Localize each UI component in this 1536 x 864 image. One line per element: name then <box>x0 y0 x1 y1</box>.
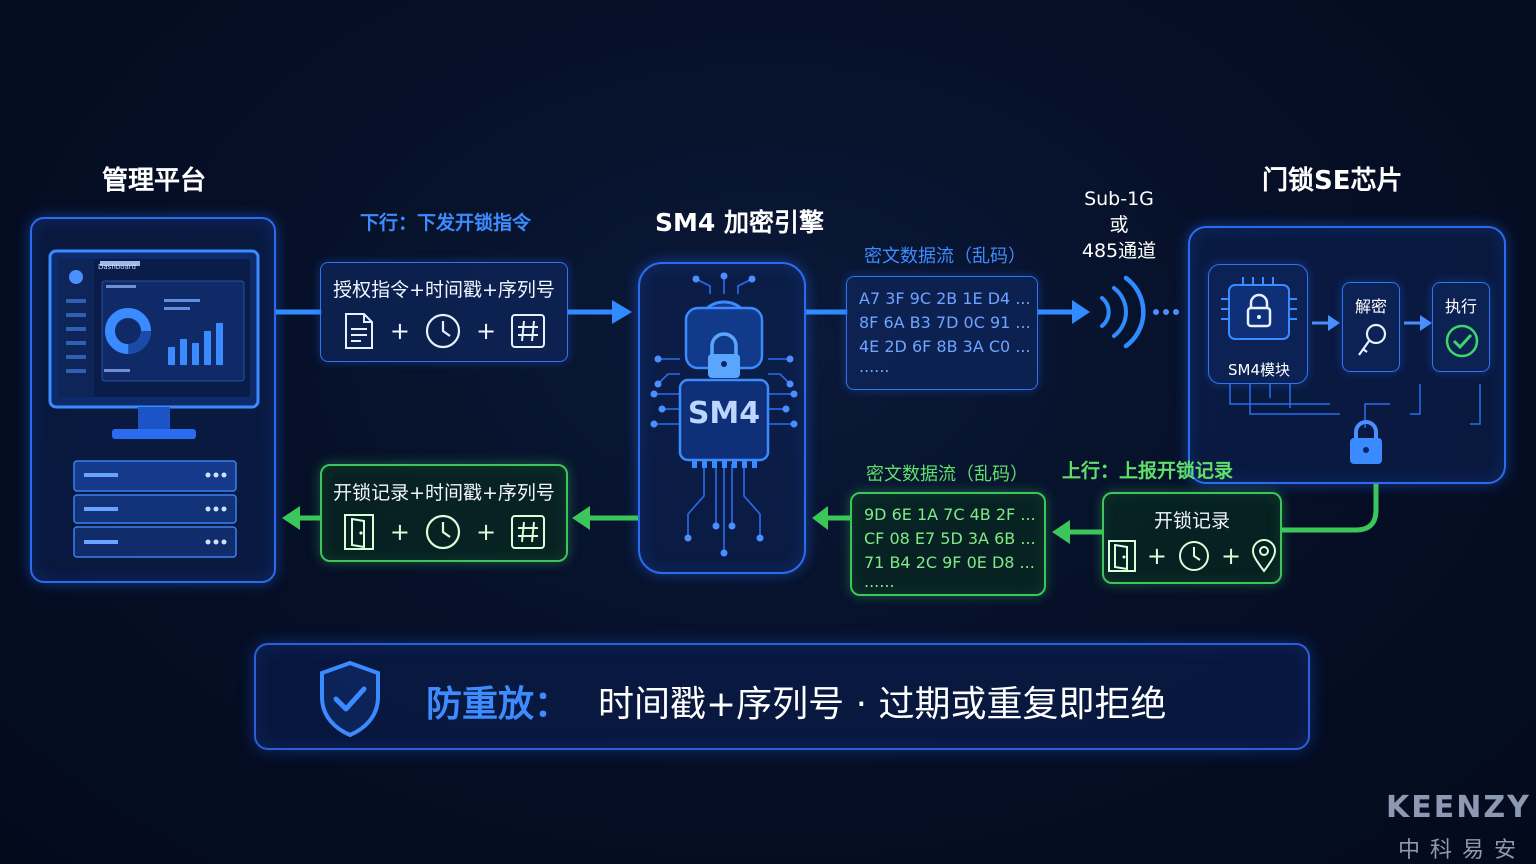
lock-icon <box>1350 420 1382 464</box>
uplink-cipher-line: ...... <box>864 572 895 591</box>
uplink-arrow-to-cipher <box>1052 520 1104 544</box>
uplink-pipe <box>1280 484 1379 533</box>
chip-lock-icon <box>1221 277 1297 340</box>
module-to-decrypt-arrow <box>1312 315 1340 331</box>
dashboard-title: Dashboard <box>98 263 136 271</box>
downlink-cipher-line: A7 3F 9C 2B 1E D4 ... <box>859 289 1031 308</box>
clock-icon <box>425 514 461 550</box>
key-icon <box>1358 323 1387 356</box>
downlink-arrow-to-engine <box>568 300 632 324</box>
execute-box: 执行 <box>1432 282 1490 372</box>
uplink-arrow-to-platform <box>282 506 322 530</box>
downlink-connector-2 <box>806 309 848 315</box>
decrypt-box: 解密 <box>1342 282 1400 372</box>
execute-label: 执行 <box>1444 297 1477 316</box>
platform-title: 管理平台 <box>102 166 207 196</box>
engine-chip-label: SM4 <box>687 396 761 431</box>
sm4-engine-panel: SM4 <box>638 262 806 574</box>
uplink-label: 上行：上报开锁记录 <box>1062 460 1234 482</box>
document-icon <box>344 313 373 349</box>
uplink-cipher-line: 71 B4 2C 9F 0E D8 ... <box>864 553 1035 572</box>
check-circle-icon <box>1445 324 1479 358</box>
downlink-command-text: 授权指令+时间戳+序列号 <box>333 279 555 301</box>
server-icon <box>73 460 237 558</box>
wireless-signal-icon <box>1100 275 1179 349</box>
downlink-arrow-to-wireless <box>1038 300 1090 324</box>
downlink-connector-1 <box>276 309 322 315</box>
uplink-record-box: 开锁记录 + + <box>1102 492 1282 584</box>
uplink-cipher-line: 9D 6E 1A 7C 4B 2F ... <box>864 505 1036 524</box>
circuit-chip-icon <box>650 272 798 557</box>
wireless-channel-label: Sub-1G 或 485通道 <box>1074 186 1164 264</box>
door-icon <box>343 514 374 550</box>
uplink-record-text: 开锁记录 <box>1153 510 1230 532</box>
door-icon <box>1107 540 1136 572</box>
decrypt-label: 解密 <box>1354 297 1387 316</box>
downlink-cipher-line: ...... <box>859 357 890 376</box>
clock-icon <box>1179 541 1209 571</box>
anti-replay-banner: 防重放： 时间戳+序列号 · 过期或重复即拒绝 <box>254 643 1310 750</box>
uplink-engine-record-text: 开锁记录+时间戳+序列号 <box>333 482 555 504</box>
downlink-cipher-box: A7 3F 9C 2B 1E D4 ... 8F 6A B3 7D 0C 91 … <box>846 276 1038 390</box>
downlink-label: 下行：下发开锁指令 <box>360 212 532 234</box>
uplink-cipher-line: CF 08 E7 5D 3A 6B ... <box>864 529 1036 548</box>
se-chip-panel: SM4模块 解密 执行 <box>1188 226 1506 484</box>
wireless-line-3: 485通道 <box>1081 240 1157 262</box>
platform-panel: Dashboard <box>30 217 276 583</box>
hash-icon <box>511 314 546 348</box>
wireless-line-1: Sub-1G <box>1084 188 1154 210</box>
uplink-engine-record-box: 开锁记录+时间戳+序列号 + + <box>320 464 568 562</box>
sm4-module-label: SM4模块 <box>1227 361 1290 379</box>
uplink-chip-icon-row: + + <box>1104 539 1280 573</box>
downlink-cipher-line: 8F 6A B3 7D 0C 91 ... <box>859 313 1031 332</box>
uplink-engine-icon-row: + + <box>322 513 566 551</box>
clock-icon <box>425 313 461 349</box>
decrypt-to-execute-arrow <box>1404 315 1432 331</box>
se-circuit-traces <box>1229 384 1481 428</box>
uplink-cipher-box: 9D 6E 1A 7C 4B 2F ... CF 08 E7 5D 3A 6B … <box>850 492 1046 596</box>
shield-check-icon <box>320 660 380 738</box>
uplink-cipher-title: 密文数据流（乱码） <box>866 464 1028 485</box>
hash-icon <box>511 515 546 549</box>
engine-title: SM4 加密引擎 <box>655 208 824 237</box>
monitor-icon <box>48 249 260 439</box>
downlink-icon-row: + + <box>321 312 567 350</box>
anti-replay-prefix: 防重放： <box>426 684 571 725</box>
anti-replay-text: 时间戳+序列号 · 过期或重复即拒绝 <box>598 684 1167 725</box>
downlink-cipher-title: 密文数据流（乱码） <box>864 246 1026 267</box>
chip-title: 门锁SE芯片 <box>1262 166 1403 196</box>
brand-logo: KEENZY <box>1386 790 1531 825</box>
sm4-module-box: SM4模块 <box>1208 264 1308 384</box>
downlink-cipher-line: 4E 2D 6F 8B 3A C0 ... <box>859 337 1031 356</box>
location-pin-icon <box>1252 539 1277 573</box>
uplink-arrow-to-engine <box>812 506 850 530</box>
brand-subtitle: 中科易安 <box>1398 838 1527 863</box>
uplink-arrow-from-engine <box>572 506 638 530</box>
wireless-line-2: 或 <box>1109 214 1129 236</box>
downlink-command-box: 授权指令+时间戳+序列号 + + <box>320 262 568 362</box>
